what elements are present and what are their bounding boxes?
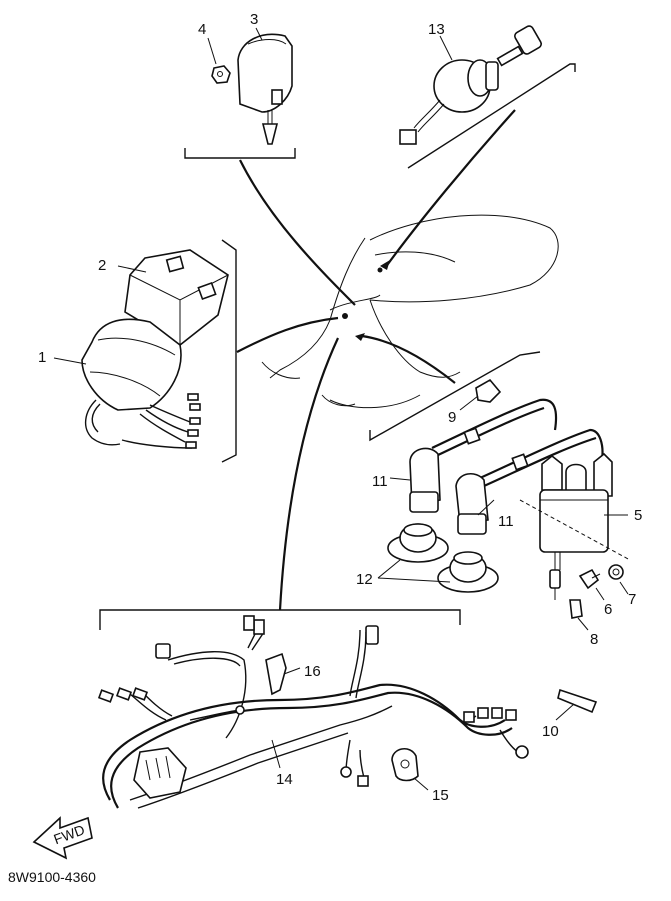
- leader-right-group: [361, 334, 456, 384]
- callout-13: 13: [428, 21, 445, 38]
- part-8-terminal: [569, 599, 589, 631]
- bracket-right-group: [369, 351, 541, 442]
- bracket-harness-group: [99, 609, 461, 630]
- vehicle-outline: [261, 214, 559, 409]
- part-13-main-switch: [399, 25, 542, 145]
- leader-top-right: [384, 109, 516, 269]
- part-4-nut: [207, 37, 231, 84]
- bracket-top-right: [407, 63, 576, 169]
- callout-16: 16: [304, 663, 321, 680]
- part-12-rubber-boots: [377, 523, 499, 593]
- leader-left-group: [236, 316, 339, 353]
- part-15-clamp: [391, 748, 429, 791]
- bracket-top-left: [184, 148, 296, 159]
- callout-10: 10: [542, 723, 559, 740]
- arrow-head-2: [355, 333, 365, 341]
- part-6-bolt: [578, 568, 605, 601]
- part-7-washer: [608, 564, 629, 595]
- callout-11b: 11: [498, 513, 514, 530]
- bracket-left-group: [221, 239, 237, 463]
- fwd-arrow-icon: FWD: [32, 816, 93, 860]
- callout-3: 3: [250, 11, 258, 28]
- leader-harness: [278, 337, 339, 611]
- part-5-ignition-coil: [519, 452, 631, 600]
- part-10-cable-tie: [555, 688, 598, 721]
- part-16-clip: [265, 652, 301, 696]
- callout-11a: 11: [372, 473, 388, 490]
- part-9-cap: [459, 378, 502, 411]
- callout-6: 6: [604, 601, 612, 618]
- diagram-code: 8W9100-4360: [8, 869, 96, 885]
- callout-7: 7: [628, 591, 636, 608]
- callout-8: 8: [590, 631, 598, 648]
- callout-5: 5: [634, 507, 642, 524]
- part-3-relay: [237, 27, 293, 145]
- arrow-head-1: [380, 260, 390, 270]
- part-14-wire-harness: [97, 615, 529, 809]
- callout-1: 1: [38, 349, 46, 366]
- callout-15: 15: [432, 787, 449, 804]
- part-11-plug-caps: [389, 398, 604, 535]
- part-1-cdi-unit: [53, 318, 201, 449]
- callout-12: 12: [356, 571, 373, 588]
- callout-2: 2: [98, 257, 106, 274]
- part-2-cdi-bracket: [117, 249, 229, 346]
- callout-4: 4: [198, 21, 206, 38]
- leader-top-left: [239, 159, 356, 306]
- callout-9: 9: [448, 409, 456, 426]
- callout-14: 14: [276, 771, 293, 788]
